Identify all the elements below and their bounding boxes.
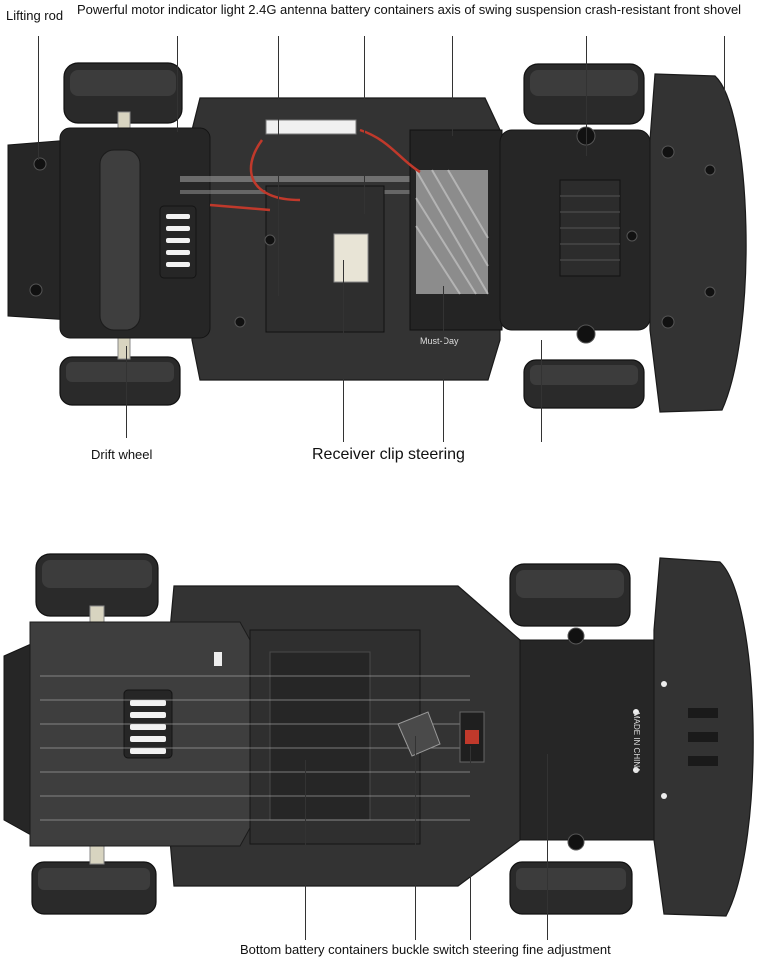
top-rear-axle-stub-bottom bbox=[117, 334, 131, 360]
leader-axis-of-swing bbox=[586, 36, 587, 156]
bottom-front-hub-lower bbox=[567, 833, 585, 851]
top-screw bbox=[704, 286, 716, 298]
bottom-made-in-mark: MADE IN CHINA bbox=[632, 712, 641, 773]
leader-fine-adjustment bbox=[547, 754, 548, 940]
bottom-rear-right-tire bbox=[31, 861, 157, 915]
top-screw bbox=[234, 316, 246, 328]
top-receiver-box bbox=[265, 185, 385, 333]
leader-front-shovel bbox=[724, 36, 725, 214]
top-front-shovel bbox=[649, 73, 747, 413]
leader-indicator-light bbox=[278, 36, 279, 296]
leader-bottom-battery bbox=[305, 760, 306, 940]
bottom-hole bbox=[633, 767, 639, 773]
top-screw bbox=[264, 234, 276, 246]
leader-clip bbox=[443, 286, 444, 442]
bottom-hole bbox=[661, 681, 667, 687]
leader-receiver bbox=[343, 260, 344, 442]
label-drift-wheel: Drift wheel bbox=[91, 447, 153, 462]
leader-battery-containers bbox=[452, 36, 453, 136]
leader-2-4g-antenna bbox=[364, 36, 365, 214]
bottom-front-left-tire bbox=[509, 563, 631, 627]
top-rear-vent bbox=[159, 205, 197, 279]
bottom-hole bbox=[214, 652, 222, 666]
top-front-ribs bbox=[559, 179, 621, 277]
top-front-right-tire bbox=[523, 359, 645, 409]
bottom-front-hub-upper bbox=[567, 627, 585, 645]
top-front-left-tire bbox=[523, 63, 645, 125]
bottom-buckle bbox=[397, 711, 441, 757]
top-rear-driveshaft bbox=[99, 149, 141, 331]
leader-buckle bbox=[415, 736, 416, 940]
top-screw bbox=[29, 283, 43, 297]
top-screw bbox=[33, 157, 47, 171]
leader-lifting-rod bbox=[38, 36, 39, 160]
label-receiver-clip-steering: Receiver clip steering bbox=[312, 446, 465, 463]
bottom-battery-container bbox=[249, 629, 421, 845]
top-antenna-board bbox=[265, 119, 357, 135]
bottom-hole bbox=[661, 793, 667, 799]
label-header-line: Powerful motor indicator light 2.4G ante… bbox=[77, 2, 742, 17]
top-red-wires bbox=[209, 128, 421, 212]
bottom-front-slots bbox=[688, 708, 718, 766]
top-rear-right-tire bbox=[59, 356, 181, 406]
top-front-hub-lower bbox=[576, 324, 596, 344]
leader-powerful-motor bbox=[177, 36, 178, 132]
leader-steering bbox=[541, 340, 542, 442]
label-bottom-caption: Bottom battery containers buckle switch … bbox=[240, 942, 611, 957]
bottom-power-switch bbox=[459, 711, 485, 763]
top-screw bbox=[661, 145, 675, 159]
leader-switch bbox=[470, 746, 471, 940]
top-screw bbox=[704, 164, 716, 176]
top-screw bbox=[661, 315, 675, 329]
bottom-reflection-lines bbox=[40, 675, 470, 821]
leader-drift-wheel bbox=[126, 346, 127, 438]
bottom-front-right-tire bbox=[509, 861, 633, 915]
top-brand-mark: Must-Day bbox=[420, 336, 459, 346]
top-screw bbox=[626, 230, 638, 242]
bottom-rear-left-tire bbox=[35, 553, 159, 617]
label-lifting-rod: Lifting rod bbox=[6, 8, 64, 23]
top-rear-left-tire bbox=[63, 62, 183, 124]
top-battery-containers bbox=[409, 129, 503, 331]
top-rail-upper bbox=[180, 176, 560, 182]
bottom-hole bbox=[633, 709, 639, 715]
